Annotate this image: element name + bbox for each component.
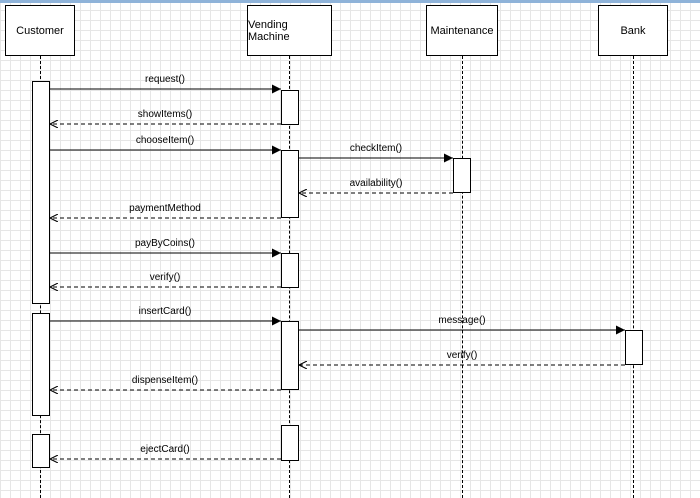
message-label-checkitem: checkItem() — [349, 143, 403, 154]
message-label-ejectcard: ejectCard() — [140, 444, 190, 455]
message-label-chooseitem: chooseItem() — [135, 135, 195, 146]
activation-customer-2[interactable] — [32, 313, 50, 416]
editor-top-bar — [0, 0, 700, 3]
participant-customer[interactable]: Customer — [5, 5, 75, 56]
activation-vending-machine-2[interactable] — [281, 150, 299, 218]
participant-maintenance-label: Maintenance — [430, 24, 494, 37]
activation-vending-machine-4[interactable] — [281, 321, 299, 390]
activation-customer-3[interactable] — [32, 434, 50, 468]
participant-maintenance[interactable]: Maintenance — [426, 5, 498, 56]
activation-customer-1[interactable] — [32, 81, 50, 304]
lifeline-maintenance — [462, 56, 463, 498]
activation-vending-machine-5[interactable] — [281, 425, 299, 461]
message-label-request: request() — [144, 74, 186, 85]
activation-vending-machine-1[interactable] — [281, 90, 299, 125]
participant-bank[interactable]: Bank — [598, 5, 668, 56]
message-label-verify-coins: verify() — [149, 272, 181, 283]
participant-customer-label: Customer — [16, 24, 64, 37]
message-label-insertcard: insertCard() — [138, 306, 192, 317]
message-label-dispenseitem: dispenseItem() — [131, 375, 199, 386]
message-label-verify-bank: verify() — [446, 350, 478, 361]
activation-maintenance-1[interactable] — [453, 158, 471, 193]
message-label-paymentmethod: paymentMethod — [129, 203, 201, 214]
message-label-showitems: showItems() — [137, 109, 193, 120]
lifeline-bank — [633, 56, 634, 498]
message-label-availability: availability() — [349, 178, 403, 189]
participant-vending-machine-label: Vending Machine — [248, 18, 290, 43]
activation-bank-1[interactable] — [625, 330, 643, 365]
participant-bank-label: Bank — [620, 24, 646, 37]
participant-vending-machine[interactable]: Vending Machine — [247, 5, 332, 56]
message-label-paybycoins: payByCoins() — [134, 238, 196, 249]
activation-vending-machine-3[interactable] — [281, 253, 299, 288]
message-label-message: message() — [438, 315, 486, 326]
